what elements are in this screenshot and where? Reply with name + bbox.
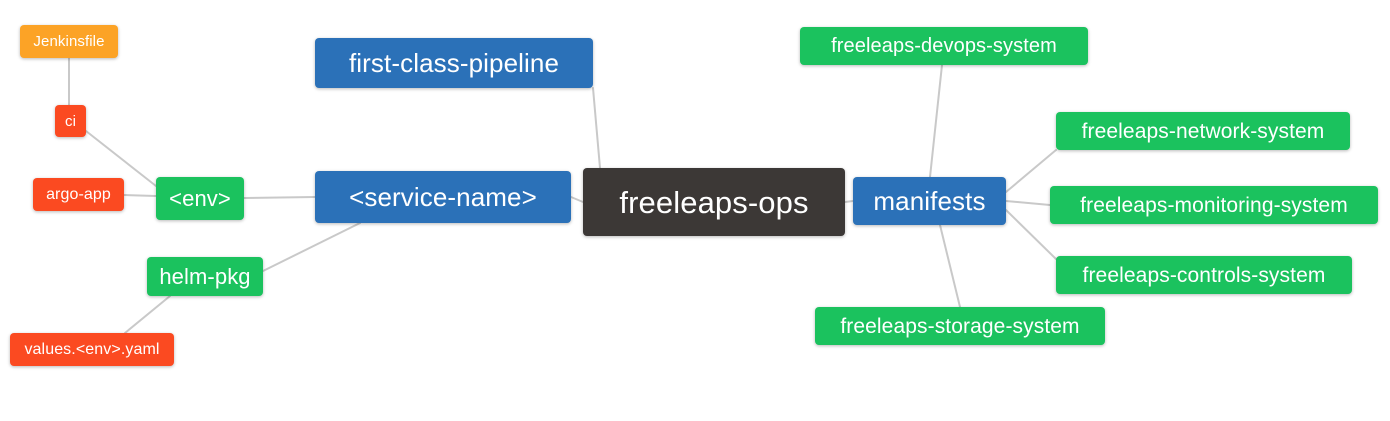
- mindmap-node-label: manifests: [873, 186, 986, 216]
- mindmap-node-freeleaps-ops[interactable]: freeleaps-ops: [583, 168, 845, 236]
- mindmap-node-label: freeleaps-controls-system: [1082, 263, 1326, 287]
- mindmap-node-freeleaps-devops-system[interactable]: freeleaps-devops-system: [800, 27, 1088, 65]
- mindmap-node-label: helm-pkg: [159, 263, 251, 289]
- mindmap-node-first-class-pipeline[interactable]: first-class-pipeline: [315, 38, 593, 88]
- mindmap-node-freeleaps-network-system[interactable]: freeleaps-network-system: [1056, 112, 1350, 150]
- mindmap-node-label: freeleaps-monitoring-system: [1080, 193, 1348, 217]
- edge-ops-service: [570, 196, 584, 203]
- mindmap-node-label: freeleaps-ops: [619, 184, 809, 220]
- mindmap-node-label: freeleaps-devops-system: [831, 35, 1057, 57]
- edge-manifests-controls: [1005, 209, 1057, 260]
- mindmap-node-label: Jenkinsfile: [33, 33, 105, 50]
- mindmap-node-label: argo-app: [46, 185, 111, 203]
- mindmap-node-freeleaps-storage-system[interactable]: freeleaps-storage-system: [815, 307, 1105, 345]
- mindmap-node-argo-app[interactable]: argo-app: [33, 178, 124, 211]
- edge-service-helm: [262, 222, 361, 272]
- mindmap-node-label: <env>: [169, 185, 231, 211]
- mindmap-node-manifests[interactable]: manifests: [853, 177, 1006, 225]
- mindmap-node-service-name[interactable]: <service-name>: [315, 171, 571, 223]
- mindmap-node-label: values.<env>.yaml: [24, 340, 160, 358]
- edge-manifests-devops: [929, 64, 943, 178]
- mindmap-node-env[interactable]: <env>: [156, 177, 244, 220]
- mindmap-node-freeleaps-monitoring-system[interactable]: freeleaps-monitoring-system: [1050, 186, 1378, 224]
- edge-helm-values: [124, 295, 171, 334]
- mindmap-node-jenkinsfile[interactable]: Jenkinsfile: [20, 25, 118, 58]
- edge-ops-pipeline: [592, 87, 601, 169]
- mindmap-node-label: <service-name>: [349, 182, 537, 212]
- mindmap-node-label: freeleaps-network-system: [1081, 119, 1325, 143]
- mindmap-node-values-env-yaml[interactable]: values.<env>.yaml: [10, 333, 174, 366]
- mindmap-node-ci[interactable]: ci: [55, 105, 86, 137]
- edge-manifests-network: [1005, 149, 1057, 193]
- edge-manifests-monitoring: [1005, 200, 1051, 206]
- mindmap-node-freeleaps-controls-system[interactable]: freeleaps-controls-system: [1056, 256, 1352, 294]
- edge-service-env: [243, 196, 316, 199]
- mindmap-node-label: freeleaps-storage-system: [840, 314, 1080, 338]
- mindmap-node-label: first-class-pipeline: [348, 48, 560, 78]
- edge-env-argo: [123, 194, 157, 197]
- mindmap-node-helm-pkg[interactable]: helm-pkg: [147, 257, 263, 296]
- mindmap-node-label: ci: [64, 112, 77, 130]
- edge-manifests-storage: [939, 224, 961, 308]
- edge-ops-manifests: [844, 200, 854, 203]
